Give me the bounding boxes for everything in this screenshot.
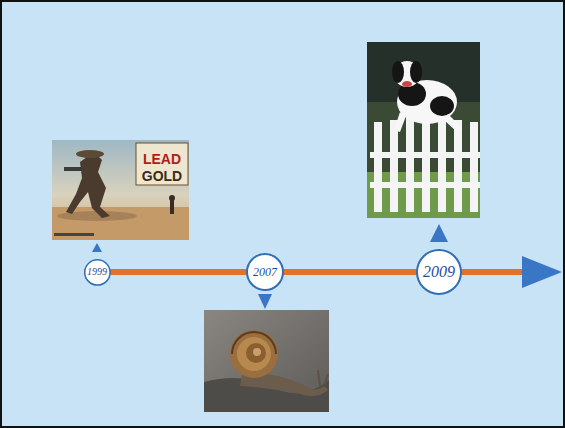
circle-shape [417,250,461,294]
year-label: 2009 [423,263,455,281]
pointer-triangle [258,294,272,309]
timeline-arrowhead [522,256,562,288]
poster-title: GOLD [142,168,182,184]
poster-title: LEAD [143,151,181,167]
year-circle: 2009 [416,249,462,295]
pointer-triangle [430,224,448,242]
year-label: 2007 [253,265,277,280]
year-circle: 1999 [84,259,111,286]
dog-photo [367,42,480,218]
circle-shape [84,259,109,284]
year-circle: 2007 [246,253,284,291]
pointer-triangle [92,243,102,252]
game-poster [52,140,189,240]
snail-photo [204,310,329,412]
circle-shape [247,254,283,290]
year-label: 1999 [87,266,107,277]
